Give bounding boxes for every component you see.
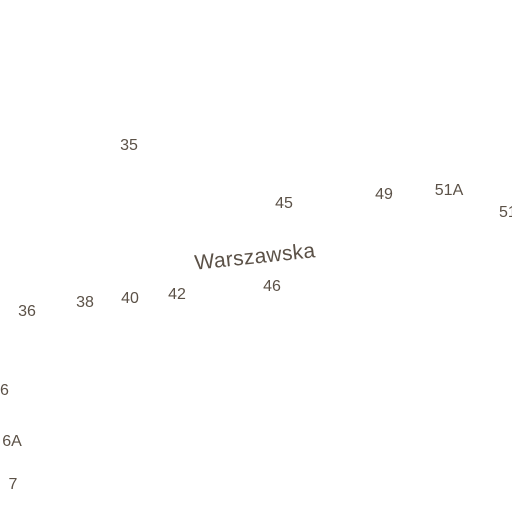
house-number-35: 35 xyxy=(120,137,138,154)
house-number-46: 46 xyxy=(263,278,281,295)
house-number-7: 7 xyxy=(8,476,18,493)
house-number-42: 42 xyxy=(168,286,186,303)
house-number-51a: 51A xyxy=(434,182,464,199)
house-number-6a: 6A xyxy=(2,433,22,450)
house-number-6: 6 xyxy=(0,382,9,399)
house-number-45: 45 xyxy=(275,195,293,212)
house-number-38: 38 xyxy=(76,294,94,311)
street-label-warszawska: Warszawska xyxy=(193,239,317,275)
house-number-51-partial: 51 xyxy=(499,204,512,221)
house-number-40: 40 xyxy=(121,290,139,307)
house-number-49: 49 xyxy=(375,186,393,203)
house-number-36: 36 xyxy=(18,303,36,320)
